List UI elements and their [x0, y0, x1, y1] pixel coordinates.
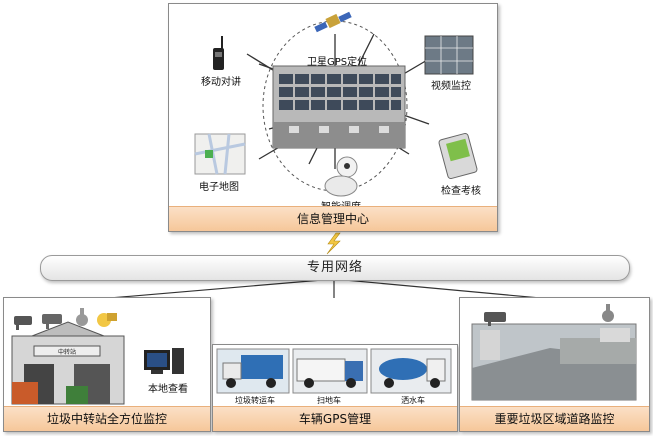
control-room-image	[272, 65, 406, 149]
robot-icon	[324, 156, 358, 197]
video-thumbnails-icon	[424, 35, 474, 75]
vehicle-label-garbage: 垃圾转运车	[235, 396, 275, 405]
road-illustration	[471, 304, 637, 401]
station-sign: 中转站	[58, 348, 76, 356]
garbage-truck-image	[216, 348, 290, 394]
water-truck-image	[370, 348, 452, 394]
vehicle-illustrations	[216, 348, 452, 394]
radio-label: 移动对讲	[201, 77, 241, 88]
satellite-icon	[314, 11, 352, 33]
camera-icons	[14, 308, 117, 330]
vehicle-gps-title: 车辆GPS管理	[213, 406, 457, 431]
vehicle-label-sweeper: 扫地车	[317, 396, 341, 405]
satellite-label: 卫星GPS定位	[307, 57, 368, 68]
pda-icon	[438, 132, 478, 180]
hub-diagram	[194, 11, 478, 197]
map-label: 电子地图	[199, 182, 239, 193]
road-monitor-title: 重要垃圾区域道路监控	[460, 406, 649, 431]
dome-camera-icon	[602, 304, 614, 322]
street-sweeper-image	[292, 348, 368, 394]
computer-icon	[144, 348, 184, 374]
vehicle-label-water: 洒水车	[401, 396, 425, 405]
station-building-image	[11, 321, 125, 405]
box-camera-icon	[484, 312, 506, 326]
private-network-bar: 专用网络	[40, 255, 630, 281]
transfer-station-title: 垃圾中转站全方位监控	[4, 406, 210, 431]
inspection-label: 检查考核	[441, 186, 481, 197]
transfer-station-panel: 中转站 本地查看 垃圾中转站全方位监控	[3, 297, 211, 432]
info-center-title: 信息管理中心	[169, 206, 497, 231]
radio-icon	[213, 36, 224, 70]
map-icon	[194, 133, 246, 175]
station-illustration: 中转站	[11, 308, 184, 405]
road-monitor-panel: 重要垃圾区域道路监控	[459, 297, 650, 432]
local-view-label: 本地查看	[148, 384, 188, 395]
vehicle-gps-panel: 垃圾转运车 扫地车 洒水车 车辆GPS管理	[212, 344, 458, 432]
info-center-panel: 卫星GPS定位 移动对讲 视频监控 电子地图 检查考核 智能调度 信息管理中心	[168, 3, 498, 232]
lightning-bolt-icon	[326, 232, 341, 255]
video-label: 视频监控	[431, 81, 471, 92]
